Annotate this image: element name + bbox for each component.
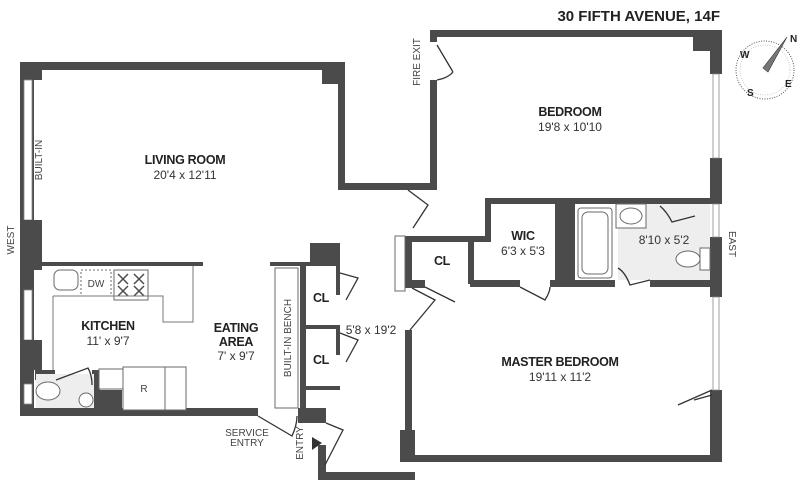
living-room-label: LIVING ROOM [145,153,226,167]
bedroom-dims: 19'8 x 10'10 [538,120,602,134]
entry-arrow-icon [312,437,322,450]
built-in-bench-label: BUILT-IN BENCH [283,299,294,377]
living-room-dims: 20'4 x 12'11 [153,168,216,182]
built-in-label: BUILT-IN [34,140,45,180]
svg-text:E: E [785,79,792,90]
address-title: 30 FIFTH AVENUE, 14F [557,8,720,25]
master-bedroom-dims: 19'11 x 11'2 [529,370,592,384]
bedroom-label: BEDROOM [538,105,601,119]
master-bedroom-label: MASTER BEDROOM [501,355,618,369]
windows [20,73,720,405]
wic-dims: 6'3 x 5'3 [501,244,545,258]
service-entry-label-1: SERVICE [225,428,269,439]
eating-area-label-1: EATING [214,321,259,335]
entry-label: ENTRY [295,426,306,460]
east-label: EAST [726,231,737,257]
service-entry-label-2: ENTRY [230,438,264,449]
built-in-bench [274,267,299,409]
doors [55,44,713,466]
svg-text:N: N [790,34,797,45]
kitchen-dims: 11' x 9'7 [86,334,129,348]
refrigerator-label: R [140,384,147,395]
closet-label: CL [313,291,330,305]
compass-icon: N W S E [735,34,797,100]
closet-label: CL [434,254,451,268]
west-label: WEST [6,226,17,255]
fire-exit-label: FIRE EXIT [412,38,423,86]
fixtures [35,203,711,411]
kitchen-label: KITCHEN [81,319,135,333]
eating-area-dims: 7' x 9'7 [217,349,255,363]
eating-area-label-2: AREA [219,335,253,349]
exterior-walls [20,30,722,480]
bath-dims: 8'10 x 5'2 [639,233,690,247]
closet-label: CL [313,353,330,367]
dishwasher-label: DW [88,279,105,290]
svg-text:S: S [747,88,754,99]
hall-dims: 5'8 x 19'2 [346,323,397,337]
wic-label: WIC [511,229,535,243]
interior-walls [35,198,712,455]
svg-text:W: W [740,50,750,61]
